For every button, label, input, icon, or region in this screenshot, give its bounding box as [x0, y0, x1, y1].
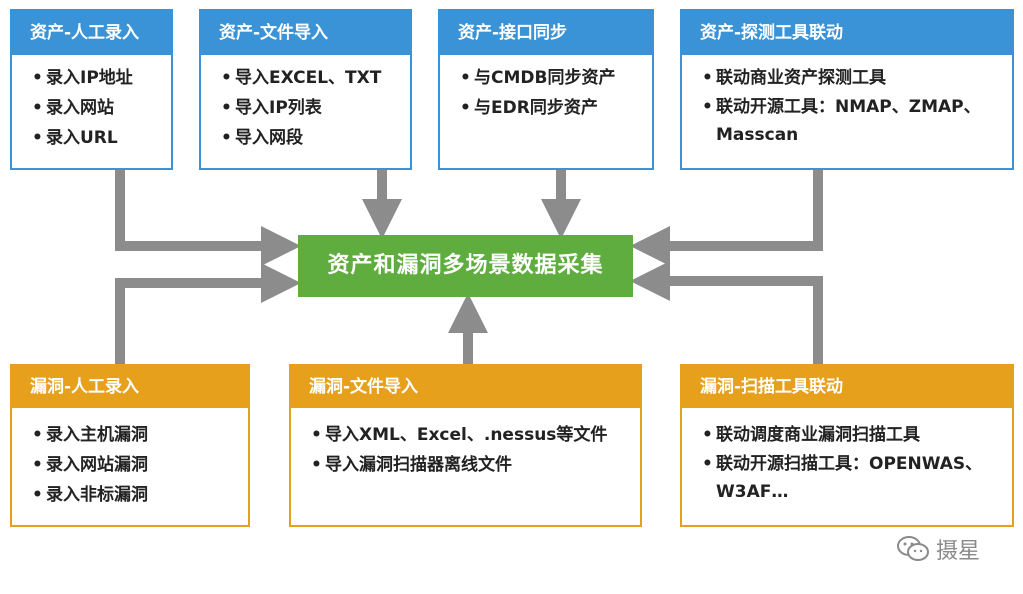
list-item: 联动开源扫描工具：OPENWAS、W3AF…	[698, 450, 1002, 506]
list-item: 导入EXCEL、TXT	[217, 63, 410, 93]
card-asset-manual: 资产-人工录入 录入IP地址 录入网站 录入URL	[10, 9, 173, 170]
list-item: 联动开源工具：NMAP、ZMAP、Masscan	[698, 93, 1002, 149]
card-asset-probe: 资产-探测工具联动 联动商业资产探测工具 联动开源工具：NMAP、ZMAP、Ma…	[680, 9, 1014, 170]
list-item: 联动商业资产探测工具	[698, 63, 1002, 93]
arrow-asset-manual	[115, 168, 301, 266]
card-title: 资产-接口同步	[440, 11, 652, 55]
arrow-vuln-manual	[115, 263, 301, 364]
card-vuln-file: 漏洞-文件导入 导入XML、Excel、.nessus等文件 导入漏洞扫描器离线…	[289, 364, 642, 527]
watermark: 摄星	[896, 533, 980, 565]
card-item-list: 录入主机漏洞 录入网站漏洞 录入非标漏洞	[12, 408, 248, 510]
card-asset-api: 资产-接口同步 与CMDB同步资产 与EDR同步资产	[438, 9, 654, 170]
card-item-list: 联动调度商业漏洞扫描工具 联动开源扫描工具：OPENWAS、W3AF…	[682, 408, 1012, 506]
list-item: 录入非标漏洞	[28, 480, 248, 510]
card-title: 漏洞-人工录入	[12, 366, 248, 408]
list-item: 与CMDB同步资产	[456, 63, 652, 93]
card-title: 资产-文件导入	[201, 11, 410, 55]
list-item: 导入XML、Excel、.nessus等文件	[307, 420, 640, 450]
list-item: 录入主机漏洞	[28, 420, 248, 450]
arrow-vuln-scan	[630, 261, 823, 364]
card-title: 资产-探测工具联动	[682, 11, 1012, 55]
list-item: 录入网站漏洞	[28, 450, 248, 480]
list-item: 导入网段	[217, 123, 410, 153]
card-item-list: 导入EXCEL、TXT 导入IP列表 导入网段	[201, 55, 410, 153]
card-item-list: 联动商业资产探测工具 联动开源工具：NMAP、ZMAP、Masscan	[682, 55, 1012, 149]
list-item: 录入URL	[28, 123, 171, 153]
card-asset-file: 资产-文件导入 导入EXCEL、TXT 导入IP列表 导入网段	[199, 9, 412, 170]
card-vuln-manual: 漏洞-人工录入 录入主机漏洞 录入网站漏洞 录入非标漏洞	[10, 364, 250, 527]
wechat-icon	[897, 536, 929, 561]
card-item-list: 导入XML、Excel、.nessus等文件 导入漏洞扫描器离线文件	[291, 408, 640, 480]
card-title: 资产-人工录入	[12, 11, 171, 55]
list-item: 导入漏洞扫描器离线文件	[307, 450, 640, 480]
list-item: 录入网站	[28, 93, 171, 123]
card-title: 漏洞-文件导入	[291, 366, 640, 408]
center-data-collection-node: 资产和漏洞多场景数据采集	[298, 235, 633, 297]
watermark-text: 摄星	[936, 539, 981, 564]
card-title: 漏洞-扫描工具联动	[682, 366, 1012, 408]
list-item: 导入IP列表	[217, 93, 410, 123]
list-item: 录入IP地址	[28, 63, 171, 93]
card-item-list: 与CMDB同步资产 与EDR同步资产	[440, 55, 652, 123]
arrow-asset-probe	[630, 170, 823, 266]
list-item: 与EDR同步资产	[456, 93, 652, 123]
card-item-list: 录入IP地址 录入网站 录入URL	[12, 55, 171, 153]
list-item: 联动调度商业漏洞扫描工具	[698, 420, 1002, 450]
card-vuln-scan: 漏洞-扫描工具联动 联动调度商业漏洞扫描工具 联动开源扫描工具：OPENWAS、…	[680, 364, 1014, 527]
